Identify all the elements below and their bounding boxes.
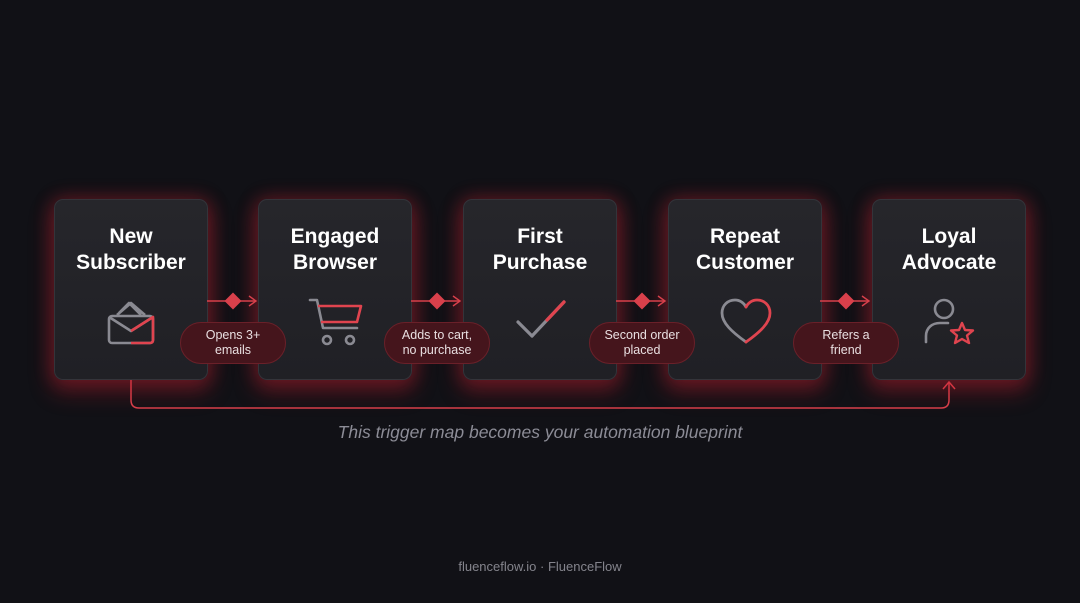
trigger-label: Refers a friend (822, 328, 870, 357)
trigger-label: Second order placed (604, 328, 680, 357)
connector-arrow (616, 292, 667, 310)
stage-title: New Subscriber (76, 225, 186, 274)
caption: This trigger map becomes your automation… (337, 422, 743, 442)
trigger-label: Adds to cart, no purchase (401, 328, 473, 357)
connector-arrow (411, 292, 462, 310)
heart-icon (720, 298, 772, 344)
trigger-pill: Opens 3+ emails (180, 322, 286, 364)
stage-title: Engaged Browser (290, 225, 380, 274)
shopping-cart-icon (308, 298, 363, 346)
stage-title: Repeat Customer (695, 225, 795, 274)
trigger-pill: Refers a friend (793, 322, 899, 364)
stage-card-new-subscriber: New Subscriber (54, 199, 208, 380)
trigger-label: Opens 3+ emails (205, 328, 261, 357)
footer-credit: fluenceflow.io · FluenceFlow (458, 559, 622, 574)
checkmark-icon (516, 300, 566, 338)
trigger-pill: Adds to cart, no purchase (384, 322, 490, 364)
connector-arrow (207, 292, 258, 310)
trigger-pill: Second order placed (589, 322, 695, 364)
user-star-icon (924, 298, 975, 345)
stage-title: First Purchase (492, 225, 588, 274)
connector-arrow (820, 292, 871, 310)
stage-title: Loyal Advocate (901, 225, 997, 274)
envelope-icon (107, 301, 155, 345)
